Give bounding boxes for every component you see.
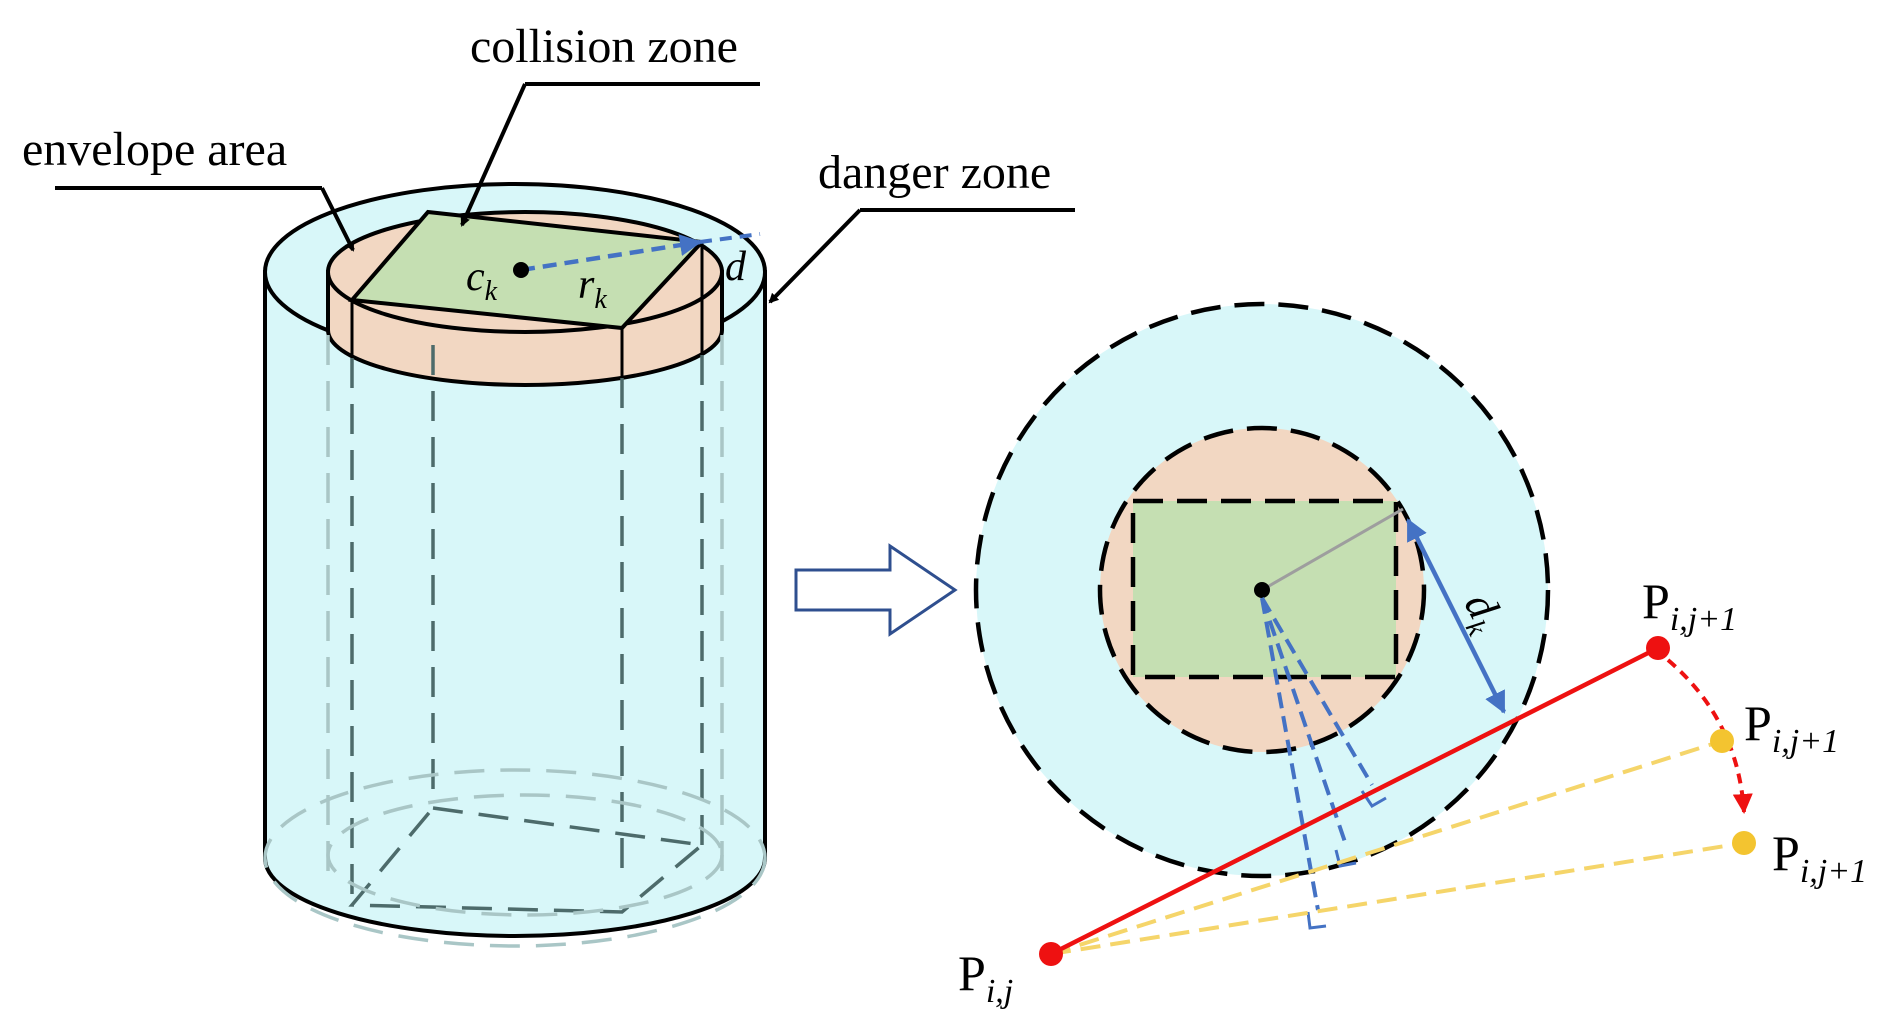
margin-label: d bbox=[725, 244, 747, 290]
hidden-edges bbox=[348, 345, 707, 914]
center-corner-line bbox=[1261, 507, 1404, 592]
radius-label: rk bbox=[578, 262, 607, 315]
rotation-arrow bbox=[1666, 658, 1753, 814]
margin-extension bbox=[699, 232, 761, 244]
center-label: ck bbox=[466, 254, 498, 307]
point-next bbox=[1646, 636, 1670, 660]
collision-zone-pointer bbox=[460, 83, 527, 227]
cylinder-3d: ck rk d collision zone envelope area dan… bbox=[22, 20, 1075, 948]
danger-zone-cylinder-body bbox=[263, 270, 767, 938]
hidden-envelope-edges bbox=[263, 335, 767, 948]
top-view: dk Pi,j Pi,j+1 Pi,j+1 Pi,j+1 bbox=[958, 301, 1867, 1010]
center-point bbox=[513, 262, 529, 278]
point-candidate-1-label: Pi,j+1 bbox=[1744, 695, 1839, 760]
envelope-area-pointer bbox=[320, 187, 355, 252]
top-view-center bbox=[1254, 582, 1270, 598]
current-path bbox=[1049, 645, 1660, 957]
perpendicular-lines bbox=[1260, 596, 1374, 911]
point-start bbox=[1039, 942, 1063, 966]
candidate-paths bbox=[1050, 739, 1745, 956]
danger-zone-label: danger zone bbox=[818, 146, 1051, 199]
point-candidate-1 bbox=[1710, 729, 1734, 753]
point-start-label: Pi,j bbox=[958, 945, 1013, 1010]
distance-arrow bbox=[1405, 518, 1507, 714]
collision-zone-label: collision zone bbox=[470, 20, 738, 73]
point-next-label: Pi,j+1 bbox=[1642, 573, 1737, 638]
point-candidate-2 bbox=[1732, 831, 1756, 855]
envelope-area-label: envelope area bbox=[22, 123, 287, 176]
point-candidate-2-label: Pi,j+1 bbox=[1772, 825, 1867, 890]
transition-arrow bbox=[794, 543, 958, 637]
radius-arrow bbox=[520, 234, 702, 273]
danger-zone-pointer bbox=[768, 208, 862, 304]
